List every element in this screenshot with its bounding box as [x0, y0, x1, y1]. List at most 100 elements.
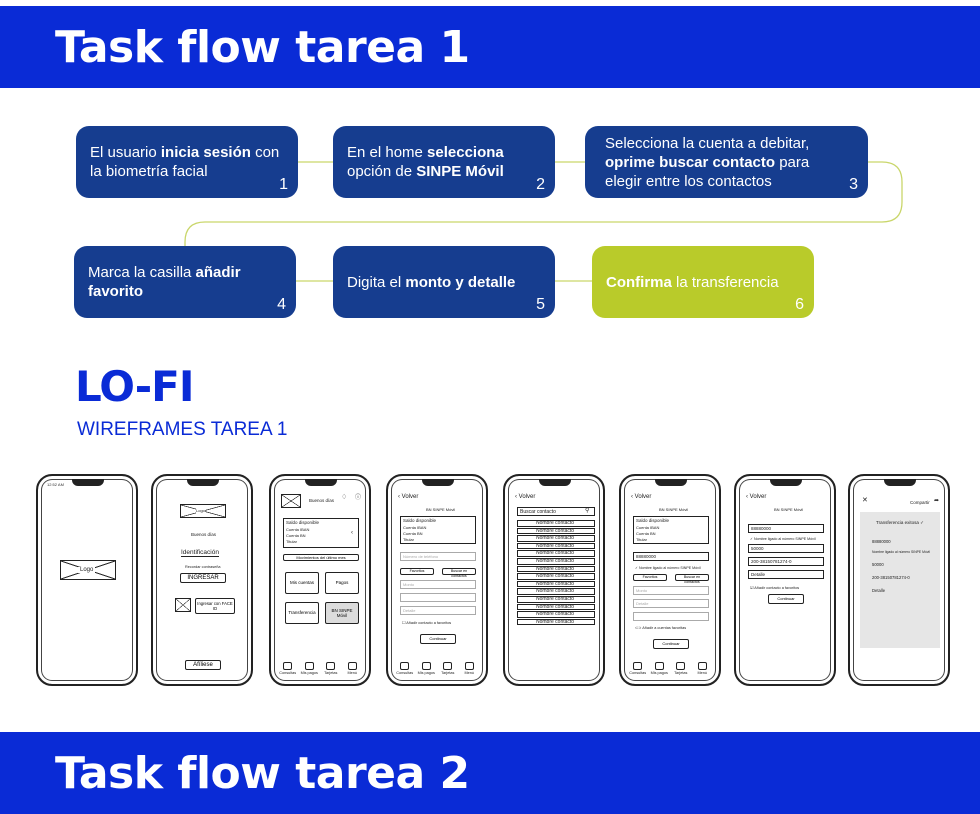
contact-row[interactable]: Nombre contacto — [517, 596, 595, 603]
phone-input[interactable] — [400, 552, 476, 561]
back-button[interactable]: ‹ Volver — [631, 494, 652, 500]
tab-tarjetas[interactable]: Tarjetas — [321, 662, 341, 676]
step-2-text: En el home — [347, 144, 428, 161]
continue-button[interactable]: Continuar — [653, 639, 689, 649]
signup-button[interactable]: Afíliese — [185, 660, 221, 670]
contact-name: Nombre contacto — [536, 596, 575, 602]
contact-row[interactable]: Nombre contacto — [517, 550, 595, 557]
detail-placeholder: Detalle — [636, 601, 649, 606]
contact-row[interactable]: Nombre contacto — [517, 565, 595, 573]
balance-card[interactable] — [283, 518, 359, 548]
step-1-number: 1 — [279, 176, 288, 193]
contact-row[interactable]: Nombre contacto — [517, 603, 595, 611]
tile-payments[interactable]: Pagos — [325, 572, 359, 594]
tab-menu[interactable]: Menú — [692, 662, 712, 676]
contact-row[interactable]: Nombre contacto — [517, 520, 595, 527]
account-card[interactable] — [633, 516, 709, 544]
share-icon[interactable]: ‹ — [351, 530, 353, 536]
lofi-subtitle: WIREFRAMES TAREA 1 — [77, 419, 288, 440]
tab-consultas[interactable]: Consultas — [278, 662, 298, 676]
extra-input[interactable] — [633, 612, 709, 621]
contact-row[interactable]: Nombre contacto — [517, 611, 595, 618]
close-icon[interactable]: ✕ — [862, 497, 868, 504]
movements-button[interactable]: Movimientos del último mes — [283, 554, 359, 561]
amount-input[interactable] — [633, 586, 709, 595]
step-6-bold: Confirma — [606, 273, 672, 291]
tile-accounts[interactable]: Mis cuentas — [285, 572, 319, 594]
add-favorites-checkbox[interactable]: ☑ Añadir contacto a favoritos — [750, 586, 800, 590]
iban-input[interactable] — [400, 593, 476, 602]
favorites-button[interactable]: Favoritos — [400, 568, 434, 575]
contact-row[interactable]: Nombre contacto — [517, 580, 595, 588]
detail-input[interactable] — [400, 606, 476, 615]
enter-button[interactable]: INGRESAR — [180, 573, 226, 583]
contact-row[interactable]: Nombre contacto — [517, 588, 595, 595]
add-favorites-checkbox[interactable]: ☐ Añadir contacto a favoritos — [402, 621, 452, 625]
amount-placeholder: Monto — [636, 588, 648, 593]
account-card[interactable] — [400, 516, 476, 544]
receipt-phone: 88880000 — [872, 539, 891, 544]
header-band-tarea-2: Task flow tarea 2 — [0, 732, 980, 814]
wireframe-amount-detail: ‹ Volver BN SINPE Móvil 88880000 ✓ Nombr… — [734, 474, 836, 686]
status-time: 12:52 AM — [47, 482, 64, 487]
continue-button[interactable]: Continuar — [768, 594, 804, 604]
receipt-panel — [860, 512, 940, 648]
mail-icon[interactable] — [281, 494, 301, 508]
tab-bar: Consultas Mis pagos Tarjetas Menú — [277, 662, 363, 676]
contact-row[interactable]: Nombre contacto — [517, 535, 595, 542]
search-icon[interactable]: ⚲ — [585, 508, 590, 514]
wireframe-success: ✕ Compartir ➦ Transferencia exitosa ✓ 88… — [848, 474, 950, 686]
back-button[interactable]: ‹ Volver — [746, 494, 767, 500]
favorites-button[interactable]: Favoritos — [633, 574, 667, 581]
contact-name: Nombre contacto — [536, 535, 575, 542]
help-icon[interactable]: ⓘ — [355, 495, 362, 501]
tab-pagos[interactable]: Mis pagos — [649, 662, 669, 676]
tab-menu[interactable]: Menú — [342, 662, 362, 676]
tab-pagos[interactable]: Mis pagos — [299, 662, 319, 676]
contact-name: Nombre contacto — [536, 618, 575, 625]
step-2-text-mid: opción de — [347, 163, 417, 180]
face-id-icon — [175, 598, 191, 612]
tab-menu[interactable]: Menú — [459, 662, 479, 676]
header-title-tarea-1: Task flow tarea 1 — [55, 22, 470, 73]
back-button[interactable]: ‹ Volver — [398, 494, 419, 500]
contact-row[interactable]: Nombre contacto — [517, 573, 595, 580]
contact-name: Nombre contacto — [536, 558, 575, 564]
add-favorites-toggle[interactable]: ⊂⊃ Añadir a cuentas favoritas — [635, 626, 687, 630]
detail-input[interactable] — [748, 570, 824, 579]
search-contacts-button[interactable]: Buscar en contactos — [442, 568, 476, 578]
tile-transfer[interactable]: Transferencia — [285, 602, 319, 624]
phone-input[interactable] — [633, 552, 709, 561]
tab-consultas[interactable]: Consultas — [395, 662, 415, 676]
iban-input[interactable] — [748, 557, 824, 566]
tab-pagos[interactable]: Mis pagos — [416, 662, 436, 676]
sinpe-title: BN SINPE Móvil — [426, 507, 456, 512]
wireframe-splash: 12:52 AM Logo — [36, 474, 138, 686]
contact-row[interactable]: Nombre contacto — [517, 558, 595, 565]
search-contact-placeholder: Buscar contacto — [520, 509, 556, 515]
detail-input[interactable] — [633, 599, 709, 608]
amount-input[interactable] — [400, 580, 476, 589]
tab-tarjetas[interactable]: Tarjetas — [438, 662, 458, 676]
tab-tarjetas[interactable]: Tarjetas — [671, 662, 691, 676]
share-label[interactable]: Compartir — [910, 500, 930, 505]
search-contacts-button[interactable]: Buscar en contactos — [675, 574, 709, 584]
logo-label: Logo — [196, 508, 205, 514]
receipt-name: Nombre ligado al número SINPE Móvil — [872, 550, 931, 554]
back-button[interactable]: ‹ Volver — [515, 494, 536, 500]
tab-consultas[interactable]: Consultas — [628, 662, 648, 676]
share-arrow-icon[interactable]: ➦ — [934, 498, 940, 504]
tile-sinpe[interactable]: BN SINPE Móvil — [325, 602, 359, 624]
contact-row[interactable]: Nombre contacto — [517, 618, 595, 626]
contact-row[interactable]: Nombre contacto — [517, 527, 595, 535]
name-line: ✓ Nombre ligado al número SINPE Móvil — [750, 537, 816, 541]
account-iban: Cuenta IBAN — [286, 527, 310, 532]
face-id-button[interactable]: Ingresar con FACE ID — [195, 598, 235, 614]
phone-input[interactable] — [748, 524, 824, 533]
bell-icon[interactable]: ♢ — [341, 494, 348, 501]
tab-bar: Consultas Mis pagos Tarjetas Menú — [627, 662, 713, 676]
amount-input[interactable] — [748, 544, 824, 553]
continue-button[interactable]: Continuar — [420, 634, 456, 644]
search-contact-input[interactable] — [517, 507, 595, 516]
contact-row[interactable]: Nombre contacto — [517, 542, 595, 550]
